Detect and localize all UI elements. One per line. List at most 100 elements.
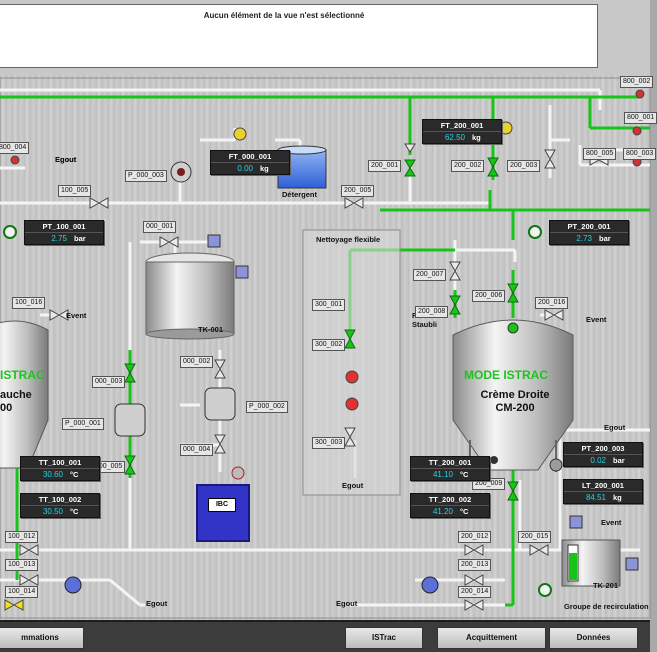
instrument-pt-200-001[interactable]: PT_200_001 2.73 bar (549, 220, 629, 245)
egout-label: Egout (336, 599, 358, 608)
instrument-tt-200-001[interactable]: TT_200_001 41.10 °C (410, 456, 490, 481)
instrument-name: TT_100_001 (21, 457, 99, 469)
instrument-value: 30.60 (42, 470, 63, 479)
instrument-value: 62.50 (444, 133, 465, 142)
groupe-label: Groupe de recirculation (564, 602, 649, 611)
instrument-unit: kg (260, 164, 269, 173)
valve-tag[interactable]: 300_002 (312, 339, 346, 351)
valve-tag[interactable]: 100_005 (58, 185, 92, 197)
instrument-name: TT_200_002 (411, 494, 489, 506)
valve-tag[interactable]: 800_004 (0, 142, 30, 154)
valve-tag[interactable]: 300_001 (312, 299, 346, 311)
tank-right-name: Crème Droite CM-200 (480, 389, 550, 414)
ibc-container[interactable]: IBC (196, 484, 250, 542)
message-box: Aucun élément de la vue n'est sélectionn… (0, 4, 598, 68)
instrument-value: 84.51 (585, 493, 606, 502)
event-label: Event (601, 518, 622, 527)
egout-label: Egout (55, 155, 77, 164)
valve-tag[interactable]: 000_005 (92, 461, 126, 473)
tank-tk001-label: TK-001 (198, 325, 224, 334)
instrument-name: PT_100_001 (25, 221, 103, 233)
instrument-unit: bar (613, 456, 625, 465)
instrument-value: 30.50 (42, 507, 63, 516)
valve-tag[interactable]: 100_012 (5, 531, 39, 543)
valve-tag[interactable]: 200_007 (413, 269, 447, 281)
valve-tag[interactable]: 800_003 (623, 148, 657, 160)
instrument-unit: bar (74, 234, 86, 243)
valve-tag[interactable]: 200_002 (451, 160, 485, 172)
bottom-toolbar: mmations ISTrac Acquittement Données (0, 620, 650, 652)
tank-left-name: auche 00 (0, 389, 32, 414)
valve-tag[interactable]: 200_006 (472, 290, 506, 302)
instrument-value: 2.75 (51, 234, 67, 243)
instrument-name: LT_200_001 (564, 480, 642, 492)
valve-tag[interactable]: 000_004 (180, 444, 214, 456)
pump-tag[interactable]: P_000_002 (246, 401, 288, 413)
acquittement-button[interactable]: Acquittement (437, 627, 546, 649)
instrument-value: 2.73 (576, 234, 592, 243)
pipe-network (0, 77, 651, 619)
instrument-value: 41.20 (432, 507, 453, 516)
mode-left: ISTRAC (0, 368, 45, 382)
event-label: Event (66, 311, 87, 320)
valve-tag[interactable]: 800_005 (583, 148, 617, 160)
instrument-name: FT_200_001 (423, 120, 501, 132)
instrument-value: 0.00 (237, 164, 253, 173)
instrument-unit: bar (599, 234, 611, 243)
instrument-name: PT_200_001 (550, 221, 628, 233)
instrument-unit: kg (472, 133, 481, 142)
valve-tag[interactable]: 200_016 (535, 297, 569, 309)
donnees-button[interactable]: Données (549, 627, 638, 649)
instrument-tt-100-002[interactable]: TT_100_002 30.50 °C (20, 493, 100, 518)
instrument-ft-000-001[interactable]: FT_000_001 0.00 kg (210, 150, 290, 175)
instrument-unit: kg (613, 493, 622, 502)
valve-tag[interactable]: 200_014 (458, 586, 492, 598)
alarms-button[interactable]: mmations (0, 627, 84, 649)
valve-tag[interactable]: 800_002 (620, 76, 654, 88)
valve-tag[interactable]: 200_008 (415, 306, 449, 318)
mode-right: MODE ISTRAC (464, 368, 548, 382)
detergent-label: Détergent (282, 190, 318, 199)
instrument-pt-100-001[interactable]: PT_100_001 2.75 bar (24, 220, 104, 245)
egout-label: Egout (55, 155, 77, 164)
instrument-name: TT_100_002 (21, 494, 99, 506)
pump-tag[interactable]: P_000_003 (125, 170, 167, 182)
tank-tk201-label: TK-201 (593, 581, 619, 590)
egout-label: Egout (146, 599, 168, 608)
instrument-tt-100-001[interactable]: TT_100_001 30.60 °C (20, 456, 100, 481)
valve-tag[interactable]: 200_001 (368, 160, 402, 172)
instrument-unit: °C (70, 507, 79, 516)
instrument-name: FT_000_001 (211, 151, 289, 163)
instrument-unit: °C (70, 470, 79, 479)
instrument-lt-200-001[interactable]: LT_200_001 84.51 kg (563, 479, 643, 504)
event-label: Event (586, 315, 607, 324)
valve-tag[interactable]: 800_001 (624, 112, 657, 124)
valve-tag[interactable]: 200_013 (458, 559, 492, 571)
instrument-ft-200-001[interactable]: FT_200_001 62.50 kg (422, 119, 502, 144)
valve-tag[interactable]: 300_003 (312, 437, 346, 449)
instrument-name: PT_200_003 (564, 443, 642, 455)
instrument-value: 0.02 (590, 456, 606, 465)
valve-tag[interactable]: 200_012 (458, 531, 492, 543)
istrac-button[interactable]: ISTrac (345, 627, 423, 649)
instrument-name: TT_200_001 (411, 457, 489, 469)
egout-label: Egout (342, 481, 364, 490)
ibc-label: IBC (208, 498, 236, 512)
valve-tag[interactable]: 200_015 (518, 531, 552, 543)
valve-tag[interactable]: 200_005 (341, 185, 375, 197)
instrument-pt-200-003[interactable]: PT_200_003 0.02 bar (563, 442, 643, 467)
valve-tag[interactable]: 100_013 (5, 559, 39, 571)
valve-tag[interactable]: 100_014 (5, 586, 39, 598)
instrument-unit: °C (460, 507, 469, 516)
pump-tag[interactable]: P_000_001 (62, 418, 104, 430)
message-text: Aucun élément de la vue n'est sélectionn… (203, 11, 365, 20)
instrument-unit: °C (460, 470, 469, 479)
valve-tag[interactable]: 100_016 (12, 297, 46, 309)
instrument-value: 41.10 (432, 470, 453, 479)
egout-label: Egout (604, 423, 626, 432)
instrument-tt-200-002[interactable]: TT_200_002 41.20 °C (410, 493, 490, 518)
valve-tag[interactable]: 000_002 (180, 356, 214, 368)
valve-tag[interactable]: 000_003 (92, 376, 126, 388)
valve-tag[interactable]: 000_001 (143, 221, 177, 233)
valve-tag[interactable]: 200_003 (507, 160, 541, 172)
